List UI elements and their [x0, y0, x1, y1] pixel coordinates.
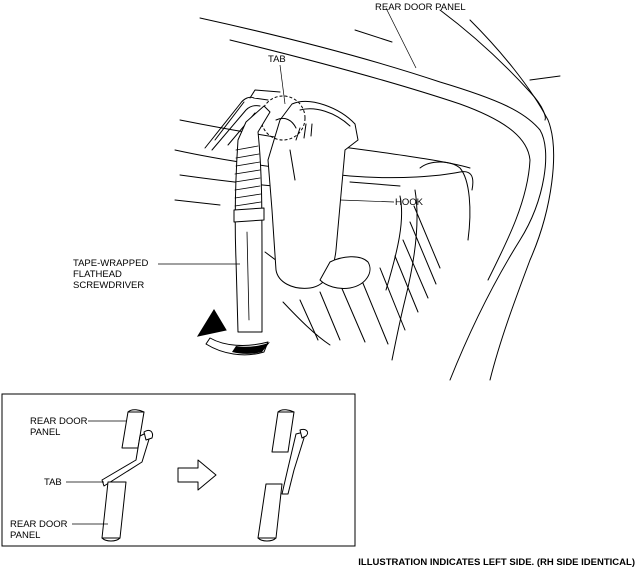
hook-label: HOOK	[395, 197, 424, 208]
rear-door-panel-outline	[174, 9, 561, 381]
tab-label: TAB	[268, 54, 286, 65]
inset-frame	[1, 393, 356, 547]
screwdriver-label-line3: SCREWDRIVER	[73, 280, 144, 291]
upper-panel-label-line2: PANEL	[30, 427, 60, 438]
pry-direction-arrow	[196, 309, 270, 356]
transition-arrow	[177, 459, 217, 491]
lower-panel-label-line2: PANEL	[10, 530, 40, 541]
tab-highlight-circle	[260, 95, 306, 141]
lower-panel-label-line1: REAR DOOR	[10, 519, 68, 530]
after-lower-panel	[257, 483, 283, 542]
screwdriver-label-line1: TAPE-WRAPPED	[73, 258, 148, 269]
after-upper-panel	[271, 409, 309, 495]
illustration-caption: ILLUSTRATION INDICATES LEFT SIDE. (RH SI…	[358, 557, 635, 568]
before-lower-panel	[101, 481, 127, 542]
hook-clip	[267, 100, 371, 289]
screwdriver-label-line2: FLATHEAD	[73, 269, 122, 280]
upper-panel-label-line1: REAR DOOR	[30, 416, 88, 427]
inset-tab-label: TAB	[44, 477, 62, 488]
tape-wrapped-screwdriver	[233, 105, 271, 333]
detail-inset: REAR DOOR PANEL TAB REAR DOOR PANEL	[1, 393, 356, 547]
rear-door-panel-label: REAR DOOR PANEL	[375, 2, 466, 13]
main-view: REAR DOOR PANEL TAB HOOK TAPE-WRAPPED FL…	[73, 2, 561, 381]
panel-edge-bracket	[204, 89, 281, 151]
before-upper-panel	[101, 409, 153, 487]
